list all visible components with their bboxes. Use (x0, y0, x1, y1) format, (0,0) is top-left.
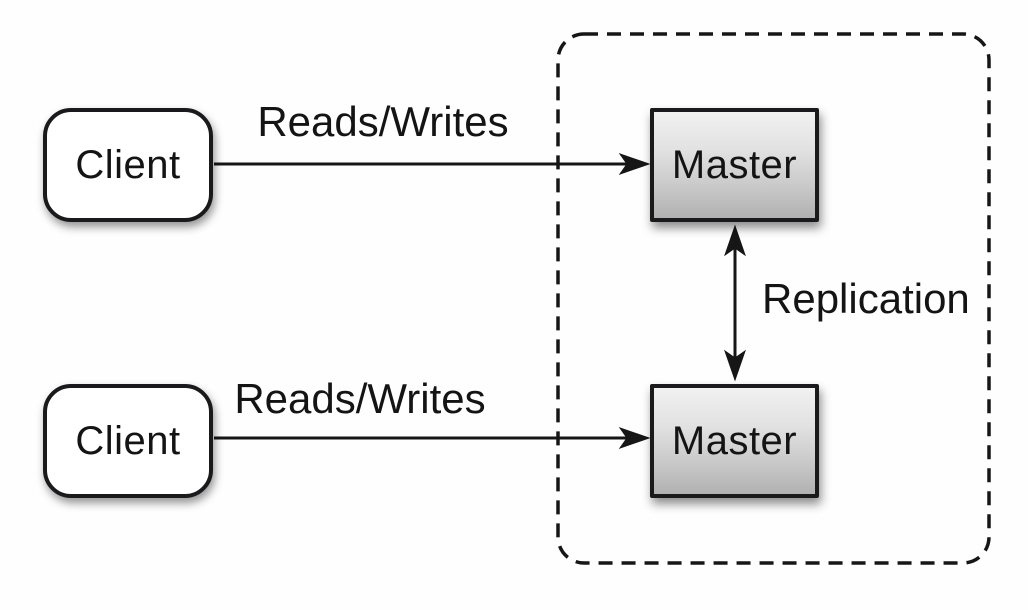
reads-writes-label-bottom: Reads/Writes (234, 375, 486, 422)
reads-writes-arrow-top (214, 153, 651, 175)
master-node-bottom-label: Master (671, 418, 798, 463)
reads-writes-arrow-bottom (214, 427, 651, 449)
client-node-top-label: Client (75, 142, 181, 187)
master-node-top-label: Master (671, 142, 798, 187)
replication-arrow (724, 224, 746, 382)
client-node-bottom-label: Client (75, 418, 181, 463)
replication-label: Replication (762, 275, 970, 322)
master-node-top: Master (650, 108, 819, 222)
client-node-bottom: Client (43, 384, 213, 498)
client-node-top: Client (43, 108, 213, 222)
reads-writes-label-top: Reads/Writes (257, 98, 509, 145)
master-node-bottom: Master (650, 384, 819, 498)
